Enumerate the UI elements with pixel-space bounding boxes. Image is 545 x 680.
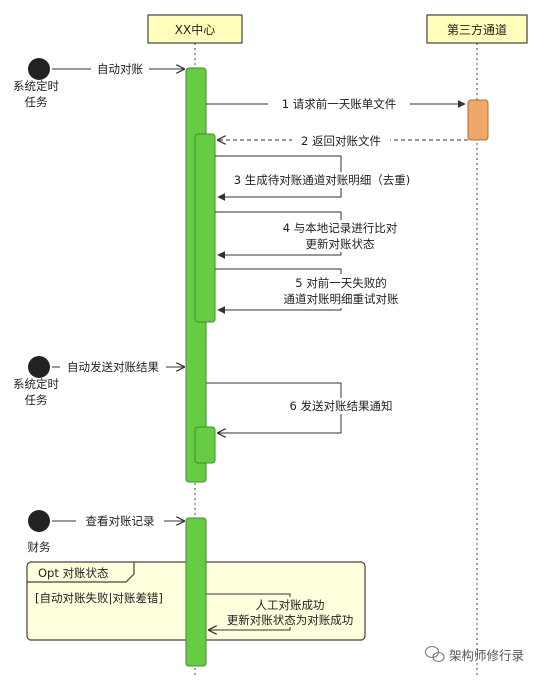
actor-system-timer-1-label-line1: 系统定时 — [13, 79, 59, 93]
watermark: 架构师修行录 — [424, 645, 524, 663]
actor-system-timer-2-label-line1: 系统定时 — [13, 377, 59, 391]
wechat-icon — [424, 645, 445, 663]
actor-system-timer-2-label-line2: 任务 — [25, 393, 48, 407]
watermark-text: 架构师修行录 — [449, 648, 524, 663]
message-view-records-label: 查看对账记录 — [86, 514, 155, 528]
actor-system-timer-1-label-line2: 任务 — [25, 95, 48, 109]
message-manual-label-line2: 更新对账状态为对账成功 — [227, 613, 354, 627]
message-4-label-line2: 更新对账状态 — [306, 237, 375, 251]
message-1-label: 1 请求前一天账单文件 — [282, 97, 396, 111]
participant-third-party: 第三方通道 — [426, 14, 528, 44]
message-2-label: 2 返回对账文件 — [301, 134, 381, 148]
message-auto-reconcile-label: 自动对账 — [97, 62, 143, 76]
message-6-label: 6 发送对账结果通知 — [290, 399, 393, 413]
opt-fragment-title: Opt 对账状态 — [38, 566, 109, 580]
participant-xx-center: XX中心 — [147, 14, 243, 44]
message-3-label: 3 生成待对账通道对账明细（去重) — [234, 173, 410, 187]
actor-system-timer-1 — [28, 58, 50, 80]
actor-system-timer-2 — [28, 356, 50, 378]
activation-third-party — [467, 99, 489, 141]
activation-nested-1 — [194, 133, 216, 323]
opt-fragment-guard: [自动对账失败|对账差错] — [35, 591, 163, 605]
message-5-label-line1: 5 对前一天失败的 — [295, 276, 386, 290]
participant-xx-center-label: XX中心 — [175, 22, 215, 37]
actor-finance-label: 财务 — [28, 540, 51, 554]
participant-third-party-label: 第三方通道 — [447, 22, 507, 37]
activation-nested-2 — [194, 426, 216, 464]
message-5-label-line2: 通道对账明细重试对账 — [284, 292, 399, 306]
message-manual-label-line1: 人工对账成功 — [256, 598, 325, 612]
message-4-label-line1: 4 与本地记录进行比对 — [283, 221, 398, 235]
message-auto-send-label: 自动发送对账结果 — [67, 360, 159, 374]
actor-finance — [28, 510, 50, 532]
